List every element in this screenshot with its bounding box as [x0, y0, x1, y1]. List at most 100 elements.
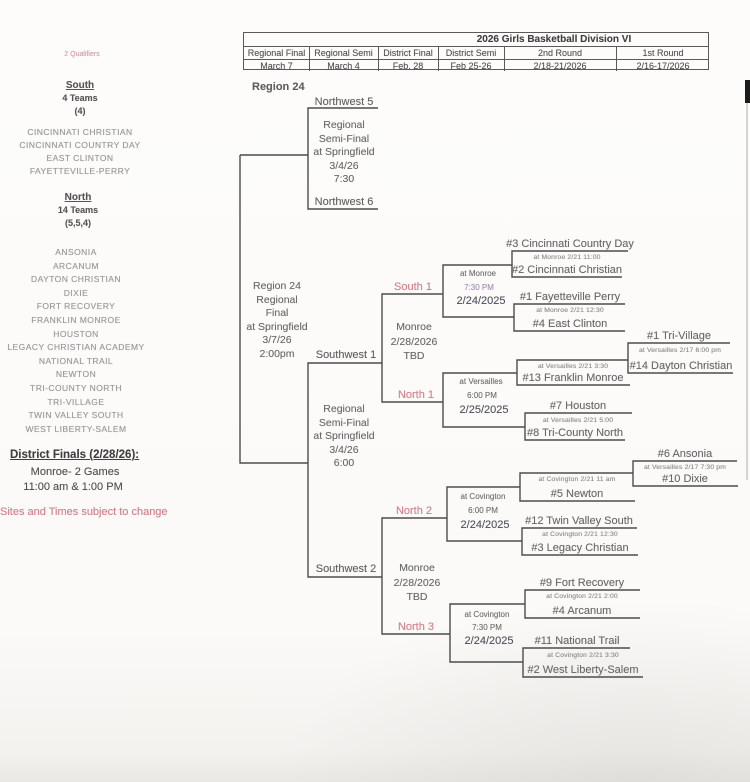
table-divider [244, 59, 708, 61]
nw-semi-info-line: at Springfield [313, 146, 375, 158]
sw-semi-info: Regional Semi-Final at Springfield 3/4/2… [313, 403, 374, 471]
ds3-site: at Covington [460, 492, 506, 501]
sw-semi-info-line: at Springfield [313, 430, 375, 442]
df2-site-line: TBD [406, 591, 428, 603]
district-finals-title: District Finals (2/28/26): [10, 449, 140, 461]
seed-line-north-2: North 2 [395, 505, 433, 517]
game-detail: at Versailles 2/17 7:30 pm [643, 464, 727, 471]
north-team: FRANKLIN MONROE [31, 315, 121, 325]
ds2-date: 2/25/2025 [459, 404, 509, 416]
col-round-2: District Final [383, 47, 433, 58]
game-detail: at Covington 2/21 3:30 [547, 652, 619, 659]
ds1-site: at Monroe [459, 269, 497, 278]
district-finals-line1: Monroe- 2 Games [30, 466, 120, 478]
game-detail: at Covington 2/21 11 am [538, 476, 616, 483]
team-name: #11 National Trail [534, 635, 620, 647]
game-detail: at Versailles 2/21 5:00 [542, 417, 614, 424]
table-divider [309, 46, 311, 71]
col-round-5: 1st Round [642, 47, 684, 58]
regional-final-info-line: Final [265, 307, 289, 319]
table-divider [504, 46, 506, 71]
qualifiers-note: 2 Qualifiers [64, 51, 100, 58]
col-round-1: Regional Semi [314, 47, 373, 58]
team-name: #14 Dayton Christian [629, 360, 733, 372]
table-divider [616, 46, 618, 71]
north-team: NEWTON [55, 369, 97, 379]
col-round-4: 2nd Round [537, 47, 583, 58]
north-team: TRI-COUNTY NORTH [30, 383, 122, 393]
seed-line-north-1: North 1 [397, 389, 435, 401]
nw-semi-info-line: 3/4/26 [329, 159, 359, 172]
df1-site-line: 2/28/2026 [390, 335, 438, 348]
team-name: #3 Legacy Christian [531, 542, 629, 554]
seed-line-northwest-5: Northwest 5 [314, 96, 374, 108]
sw-semi-info-line: Semi-Final [318, 416, 370, 429]
nw-semi-info-line: Regional [323, 119, 365, 131]
south-team: CINCINNATI COUNTRY DAY [19, 140, 141, 150]
north-team: NATIONAL TRAIL [38, 356, 114, 366]
table-divider [244, 46, 708, 48]
south-team: EAST CLINTON [46, 153, 114, 163]
regional-final-info-line: Regional [256, 293, 298, 306]
df1-site-line: Monroe [396, 321, 432, 333]
sites-times-note: Sites and Times subject to change [0, 506, 168, 518]
team-name: #9 Fort Recovery [539, 577, 625, 589]
sw-semi-info-line: 6:00 [333, 457, 355, 469]
regional-final-info: Region 24 Regional Final at Springfield … [246, 280, 307, 361]
district-finals-line2: 11:00 am & 1:00 PM [23, 481, 123, 493]
table-divider [378, 46, 380, 71]
team-name: #1 Fayetteville Perry [519, 291, 621, 303]
ds1-date: 2/24/2025 [456, 295, 506, 307]
north-team: DAYTON CHRISTIAN [30, 274, 122, 284]
team-name: #7 Houston [549, 400, 607, 412]
ds4-site: at Covington [464, 610, 510, 619]
north-team: TWIN VALLEY SOUTH [28, 410, 124, 420]
team-name: #2 Cincinnati Christian [511, 264, 623, 276]
north-team: LEGACY CHRISTIAN ACADEMY [7, 342, 145, 352]
north-split: (5,5,4) [64, 218, 92, 228]
col-date-3: Feb 25-26 [450, 60, 492, 71]
ds2-site: at Versailles [459, 377, 503, 386]
team-name: #13 Franklin Monroe [522, 372, 624, 384]
col-round-3: District Semi [445, 47, 497, 58]
ds1-time: 7:30 PM [464, 283, 494, 292]
team-name: #2 West Liberty-Salem [527, 664, 639, 676]
north-team: ANSONIA [55, 247, 97, 257]
regional-final-info-line: at Springfield [246, 320, 308, 333]
ds3-time: 6:00 PM [468, 506, 498, 515]
regional-final-info-line: Region 24 [253, 280, 301, 292]
ds4-time: 7:30 PM [472, 623, 502, 632]
seed-line-southwest-2: Southwest 2 [315, 563, 377, 575]
scan-artifact-mark [745, 80, 750, 103]
col-date-4: 2/18-21/2026 [533, 60, 587, 71]
game-detail: at Versailles 2/21 3:30 [537, 363, 609, 370]
team-name: #1 Tri-Village [647, 330, 711, 342]
south-team: FAYETTEVILLE-PERRY [29, 166, 131, 176]
south-team-count: 4 Teams [62, 93, 98, 103]
col-date-2: Feb. 28 [392, 60, 424, 71]
team-name: #5 Newton [550, 488, 604, 500]
team-name: #8 Tri-County North [527, 427, 623, 439]
team-name: #4 Arcanum [552, 605, 612, 617]
paper-edge-line [746, 103, 748, 480]
district-final-2-site: Monroe 2/28/2026 TBD [394, 561, 441, 605]
sw-semi-info-line: 3/4/26 [329, 443, 359, 456]
game-detail: at Versailles 2/17 6:00 pm [638, 347, 722, 354]
north-team: DIXIE [63, 288, 89, 298]
south-split: (4) [74, 106, 86, 116]
south-team: CINCINNATI CHRISTIAN [27, 127, 133, 137]
regional-final-info-line: 3/7/26 [262, 334, 292, 346]
game-detail: at Monroe 2/21 12:30 [536, 307, 604, 314]
df2-site-line: 2/28/2026 [393, 576, 441, 589]
north-section-title: North [64, 192, 92, 203]
table-divider [438, 46, 440, 71]
team-name: #3 Cincinnati Country Day [506, 238, 634, 250]
col-round-0: Regional Final [247, 47, 306, 58]
nw-semi-info-line: Semi-Final [318, 132, 370, 145]
col-date-1: March 4 [327, 60, 360, 71]
ds4-date: 2/24/2025 [464, 635, 514, 647]
ds2-time: 6:00 PM [467, 391, 497, 400]
district-final-1-site: Monroe 2/28/2026 TBD [391, 320, 438, 364]
df2-site-line: Monroe [399, 562, 435, 574]
